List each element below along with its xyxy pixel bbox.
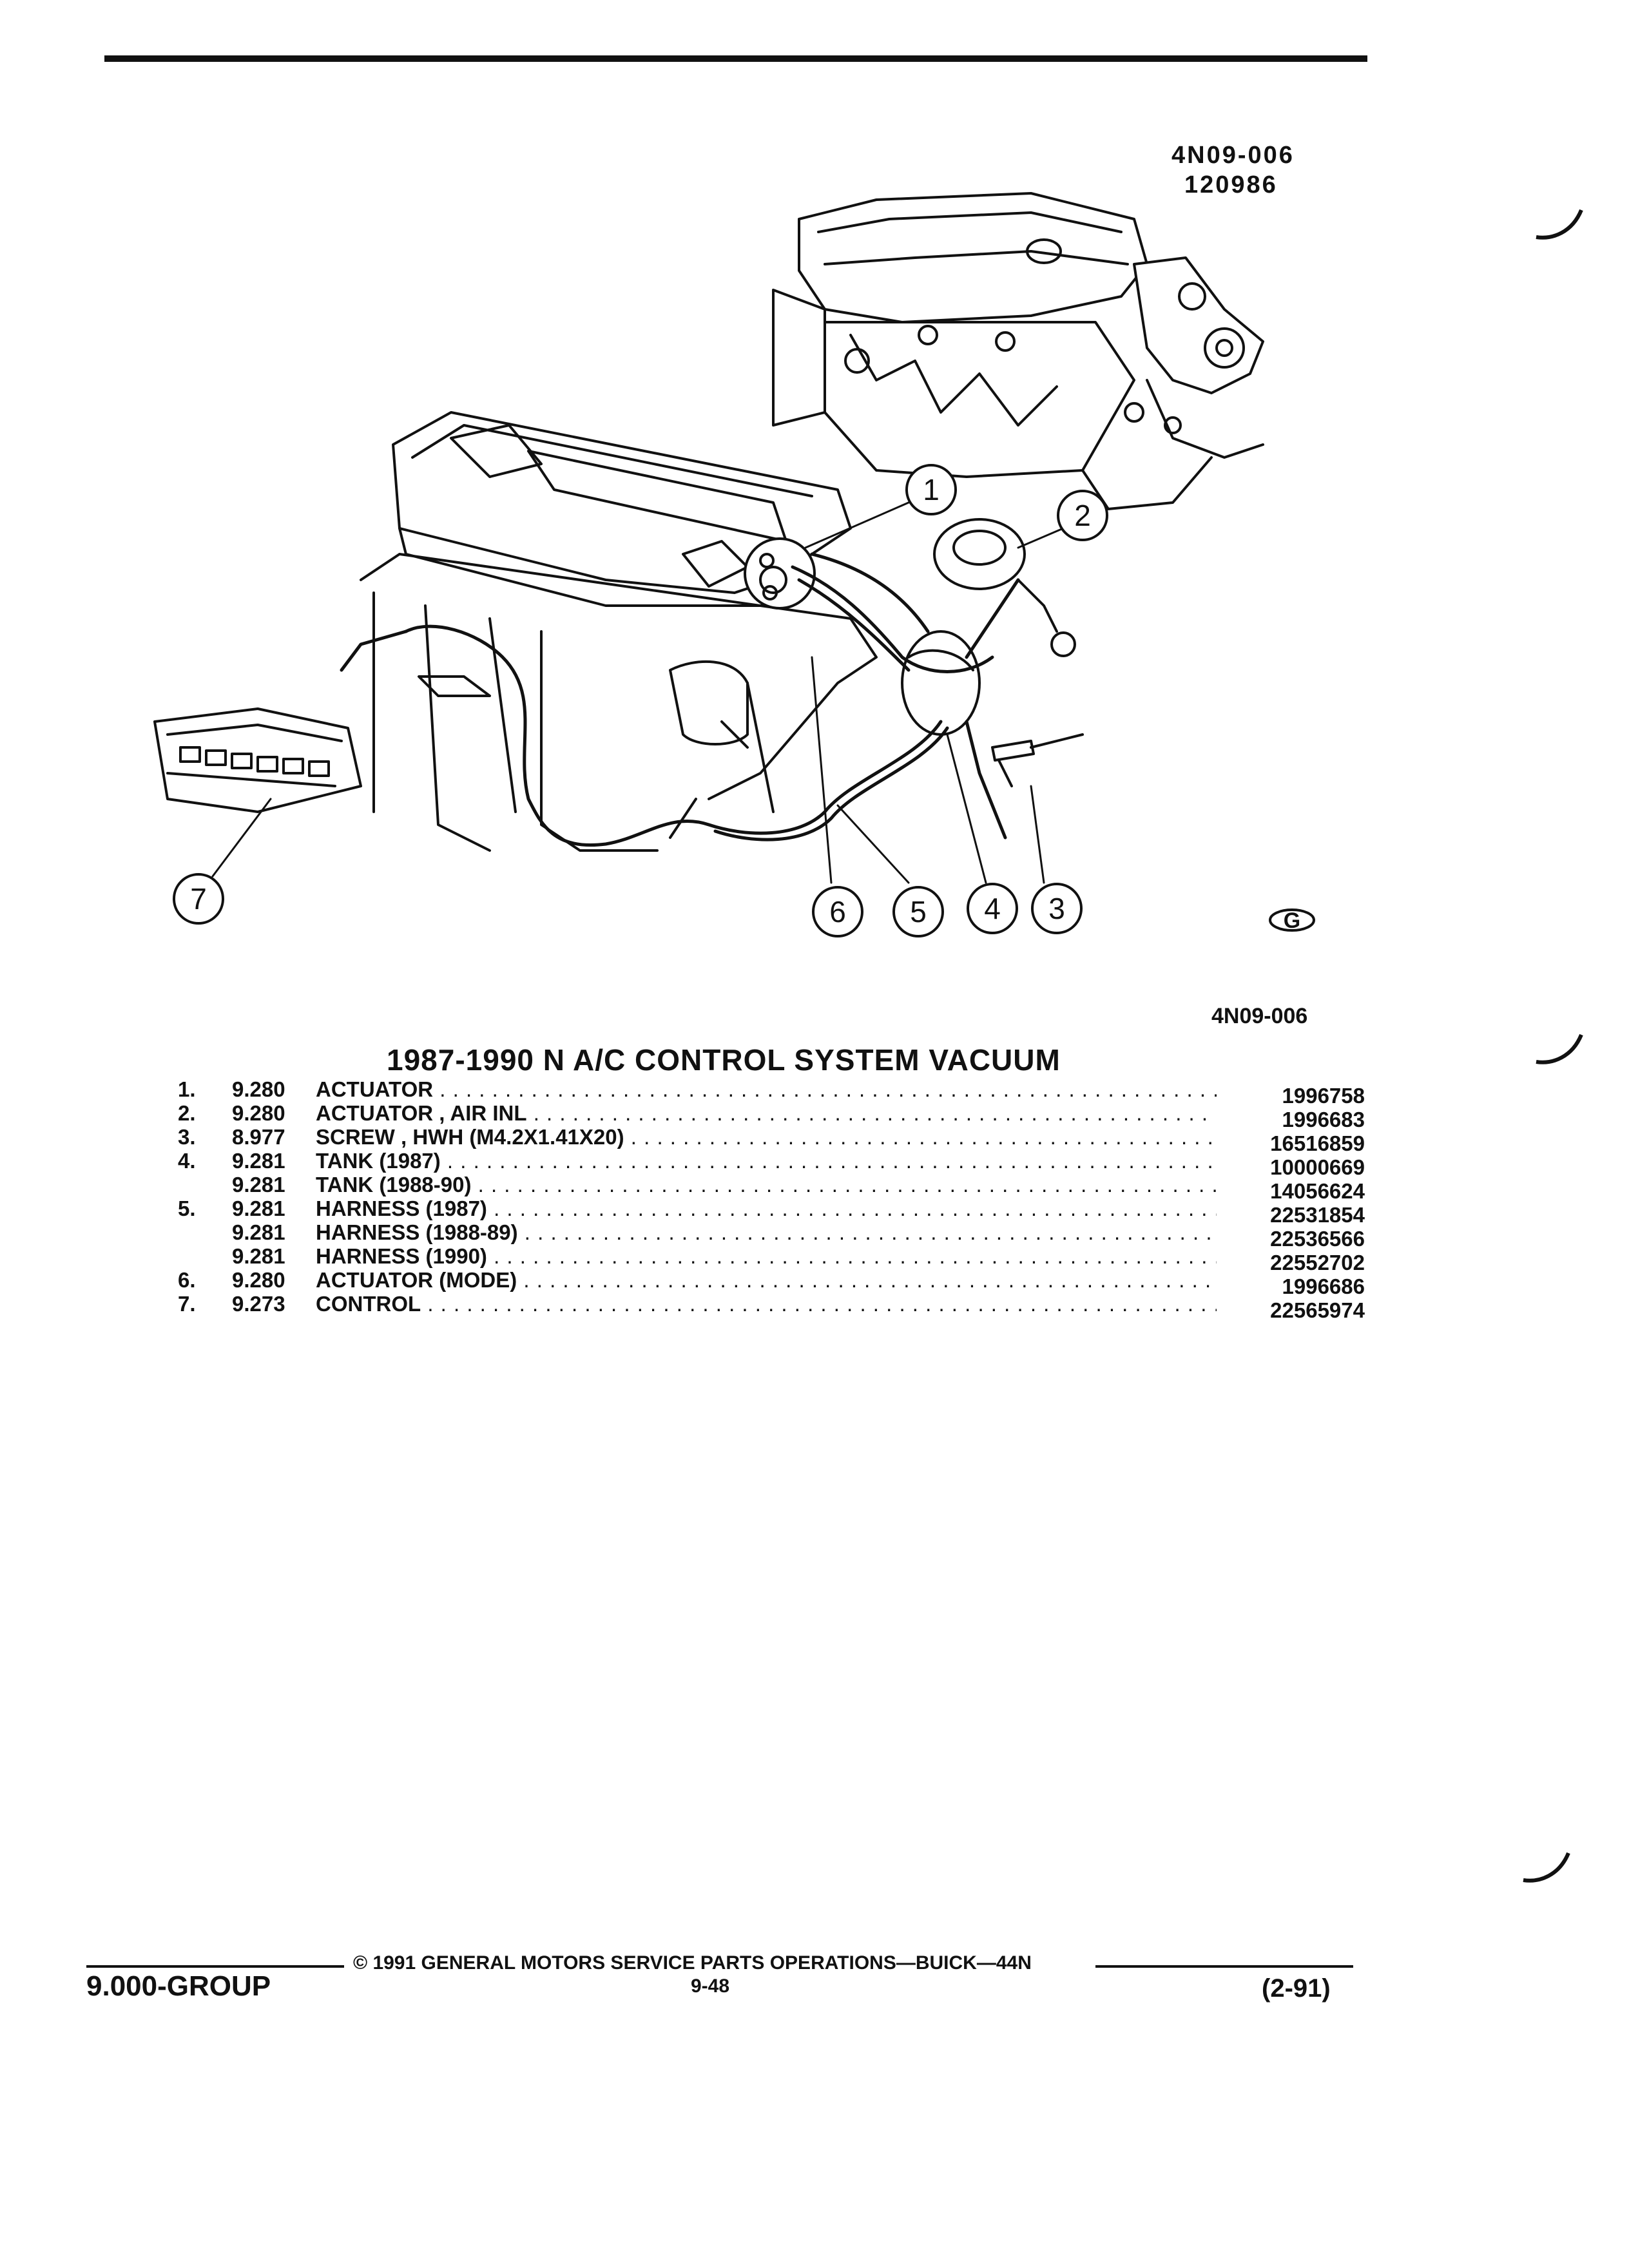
leader-lines xyxy=(211,501,1065,884)
group-number: 9.280 xyxy=(232,1101,285,1125)
diagram-ref-code: 4N09-006 xyxy=(1171,142,1295,169)
callout-4-circle xyxy=(967,883,1018,934)
item-number: 4. xyxy=(178,1149,196,1173)
part-description: HARNESS (1990) xyxy=(316,1244,1217,1268)
part-number: 1996758 xyxy=(1282,1084,1365,1108)
part-number: 16516859 xyxy=(1270,1131,1365,1155)
part-number: 14056624 xyxy=(1270,1179,1365,1203)
engine-illustration xyxy=(772,192,1264,510)
callout-circles xyxy=(173,464,1108,937)
callout-3-circle xyxy=(1031,883,1083,934)
group-number: 9.280 xyxy=(232,1077,285,1101)
binder-mark-icon xyxy=(1523,1852,1570,1883)
part-description: ACTUATOR xyxy=(316,1077,1217,1101)
callout-2-circle xyxy=(1057,490,1108,541)
parts-row: 9.281 TANK (1988-90) 14056624 xyxy=(173,1173,1365,1203)
diagram-ref-number: 120986 xyxy=(1184,171,1278,198)
part-number: 22531854 xyxy=(1270,1203,1365,1227)
binder-mark-icon xyxy=(1536,1033,1583,1064)
part-number: 10000669 xyxy=(1270,1155,1365,1179)
parts-list: 1. 9.280 ACTUATOR 1996758 2. 9.280 ACTUA… xyxy=(173,1077,1365,1322)
part-description: HARNESS (1987) xyxy=(316,1196,1217,1220)
parts-row: 3. 8.977 SCREW , HWH (M4.2X1.41X20) 1651… xyxy=(173,1125,1365,1155)
item-number: 1. xyxy=(178,1077,196,1101)
part-description: HARNESS (1988-89) xyxy=(316,1220,1217,1244)
parts-row: 1. 9.280 ACTUATOR 1996758 xyxy=(173,1077,1365,1108)
binder-mark-icon xyxy=(1536,209,1583,240)
parts-diagram: 1 2 3 4 5 6 7 G xyxy=(129,168,1353,986)
actuator-components xyxy=(744,518,1084,787)
part-number: 22552702 xyxy=(1270,1251,1365,1274)
part-description: ACTUATOR , AIR INL xyxy=(316,1101,1217,1125)
callout-labels: 1 2 3 4 5 6 7 xyxy=(190,473,1091,928)
item-number: 2. xyxy=(178,1101,196,1125)
parts-row: 2. 9.280 ACTUATOR , AIR INL 1996683 xyxy=(173,1101,1365,1131)
callout-1-circle xyxy=(905,464,957,515)
footer-rule-right xyxy=(1095,1965,1353,1968)
part-description: TANK (1988-90) xyxy=(316,1173,1217,1196)
parts-row: 9.281 HARNESS (1990) 22552702 xyxy=(173,1244,1365,1274)
callout-7-circle xyxy=(173,873,224,925)
page-number: 9-48 xyxy=(691,1975,730,1997)
group-number: 9.281 xyxy=(232,1173,285,1196)
group-number: 9.281 xyxy=(232,1196,285,1220)
item-number: 6. xyxy=(178,1268,196,1292)
group-number: 8.977 xyxy=(232,1125,285,1149)
part-description: TANK (1987) xyxy=(316,1149,1217,1173)
ac-case-illustration xyxy=(360,411,878,852)
footer-date: (2-91) xyxy=(1262,1974,1331,2003)
group-number: 9.273 xyxy=(232,1292,285,1316)
group-number: 9.281 xyxy=(232,1149,285,1173)
callout-3-label: 3 xyxy=(1048,892,1065,925)
gm-logo-letter: G xyxy=(1284,908,1300,933)
callout-1-label: 1 xyxy=(923,473,940,506)
item-number: 3. xyxy=(178,1125,196,1149)
callout-6-label: 6 xyxy=(829,895,846,928)
callout-5-label: 5 xyxy=(910,895,927,928)
parts-row: 5. 9.281 HARNESS (1987) 22531854 xyxy=(173,1196,1365,1227)
part-number: 1996683 xyxy=(1282,1108,1365,1131)
item-number: 5. xyxy=(178,1196,196,1220)
callout-2-label: 2 xyxy=(1074,499,1091,532)
callout-6-circle xyxy=(812,886,863,937)
footer-copyright: © 1991 GENERAL MOTORS SERVICE PARTS OPER… xyxy=(353,1952,1032,1974)
parts-row: 9.281 HARNESS (1988-89) 22536566 xyxy=(173,1220,1365,1251)
part-number: 22565974 xyxy=(1270,1298,1365,1322)
footer-group-label: 9.000-GROUP xyxy=(86,1970,271,2002)
group-number: 9.281 xyxy=(232,1220,285,1244)
page-title: 1987-1990 N A/C CONTROL SYSTEM VACUUM xyxy=(387,1043,1061,1077)
parts-row: 4. 9.281 TANK (1987) 10000669 xyxy=(173,1149,1365,1179)
callout-4-label: 4 xyxy=(984,892,1001,925)
group-number: 9.280 xyxy=(232,1268,285,1292)
item-number: 7. xyxy=(178,1292,196,1316)
part-description: ACTUATOR (MODE) xyxy=(316,1268,1217,1292)
control-head-illustration xyxy=(153,707,362,813)
gm-logo: G xyxy=(1269,908,1315,933)
parts-row: 6. 9.280 ACTUATOR (MODE) 1996686 xyxy=(173,1268,1365,1298)
parts-row: 7. 9.273 CONTROL 22565974 xyxy=(173,1292,1365,1322)
top-rule xyxy=(104,55,1367,62)
footer-rule-left xyxy=(86,1965,344,1968)
part-number: 22536566 xyxy=(1270,1227,1365,1251)
part-number: 1996686 xyxy=(1282,1274,1365,1298)
callout-7-label: 7 xyxy=(190,882,207,916)
group-number: 9.281 xyxy=(232,1244,285,1268)
figure-code: 4N09-006 xyxy=(1211,1004,1308,1028)
part-description: CONTROL xyxy=(316,1292,1217,1316)
callout-5-circle xyxy=(892,886,944,937)
part-description: SCREW , HWH (M4.2X1.41X20) xyxy=(316,1125,1217,1149)
